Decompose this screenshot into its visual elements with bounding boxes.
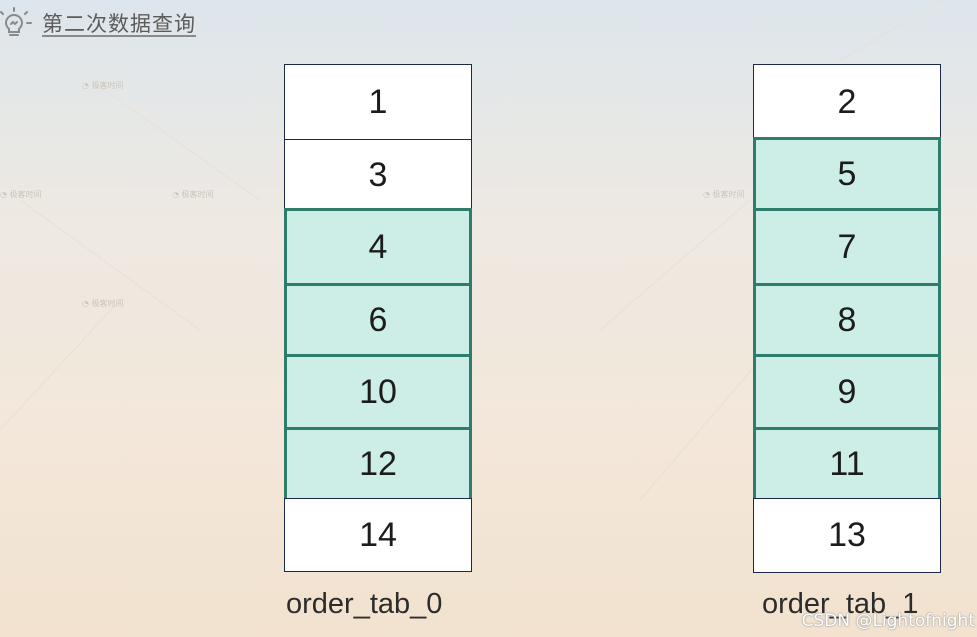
- row-value: 3: [368, 155, 388, 194]
- lightbulb-icon: [0, 7, 32, 36]
- table-row-highlighted: 11: [753, 427, 941, 501]
- row-value: 6: [368, 300, 388, 339]
- row-value: 10: [359, 372, 397, 411]
- row-value: 1: [368, 82, 388, 121]
- slide-title: 第二次数据查询: [0, 6, 196, 40]
- table-order-tab-0: 1 3 4 6 10 12 14: [284, 64, 474, 572]
- table-row-highlighted: 5: [753, 137, 941, 211]
- table-order-tab-1: 2 5 7 8 9 11 13: [753, 64, 943, 573]
- watermark: ◔ 极客时间: [703, 190, 745, 199]
- row-value: 9: [837, 372, 857, 411]
- table-row: 3: [284, 139, 472, 211]
- table-row: 2: [753, 64, 941, 140]
- row-value: 13: [828, 516, 866, 554]
- row-value: 4: [368, 227, 388, 266]
- table-row-highlighted: 7: [753, 208, 941, 286]
- table-row-highlighted: 4: [284, 208, 472, 286]
- table-row: 14: [284, 498, 472, 572]
- table-row: 13: [753, 498, 941, 573]
- row-value: 11: [829, 444, 865, 483]
- watermark: ◔ 极客时间: [172, 190, 214, 199]
- table-row: 1: [284, 64, 472, 140]
- table-row-highlighted: 8: [753, 283, 941, 357]
- table-label: order_tab_0: [286, 588, 443, 620]
- row-value: 14: [359, 515, 397, 554]
- watermark: ◔ 极客时间: [82, 81, 124, 90]
- watermark: ◔ 极客时间: [82, 299, 124, 308]
- table-row-highlighted: 10: [284, 354, 472, 430]
- table-row-highlighted: 6: [284, 283, 472, 357]
- table-row-highlighted: 9: [753, 354, 941, 430]
- page-title: 第二次数据查询: [42, 12, 196, 36]
- watermark: ◔ 极客时间: [0, 190, 42, 199]
- table-row-highlighted: 12: [284, 427, 472, 501]
- row-value: 7: [837, 227, 857, 266]
- row-value: 8: [837, 300, 857, 339]
- table-label: order_tab_1: [762, 588, 919, 620]
- credit-watermark: CSDN @Lightofnight: [801, 611, 975, 631]
- row-value: 2: [837, 82, 857, 121]
- row-value: 5: [837, 154, 857, 193]
- row-value: 12: [359, 444, 397, 483]
